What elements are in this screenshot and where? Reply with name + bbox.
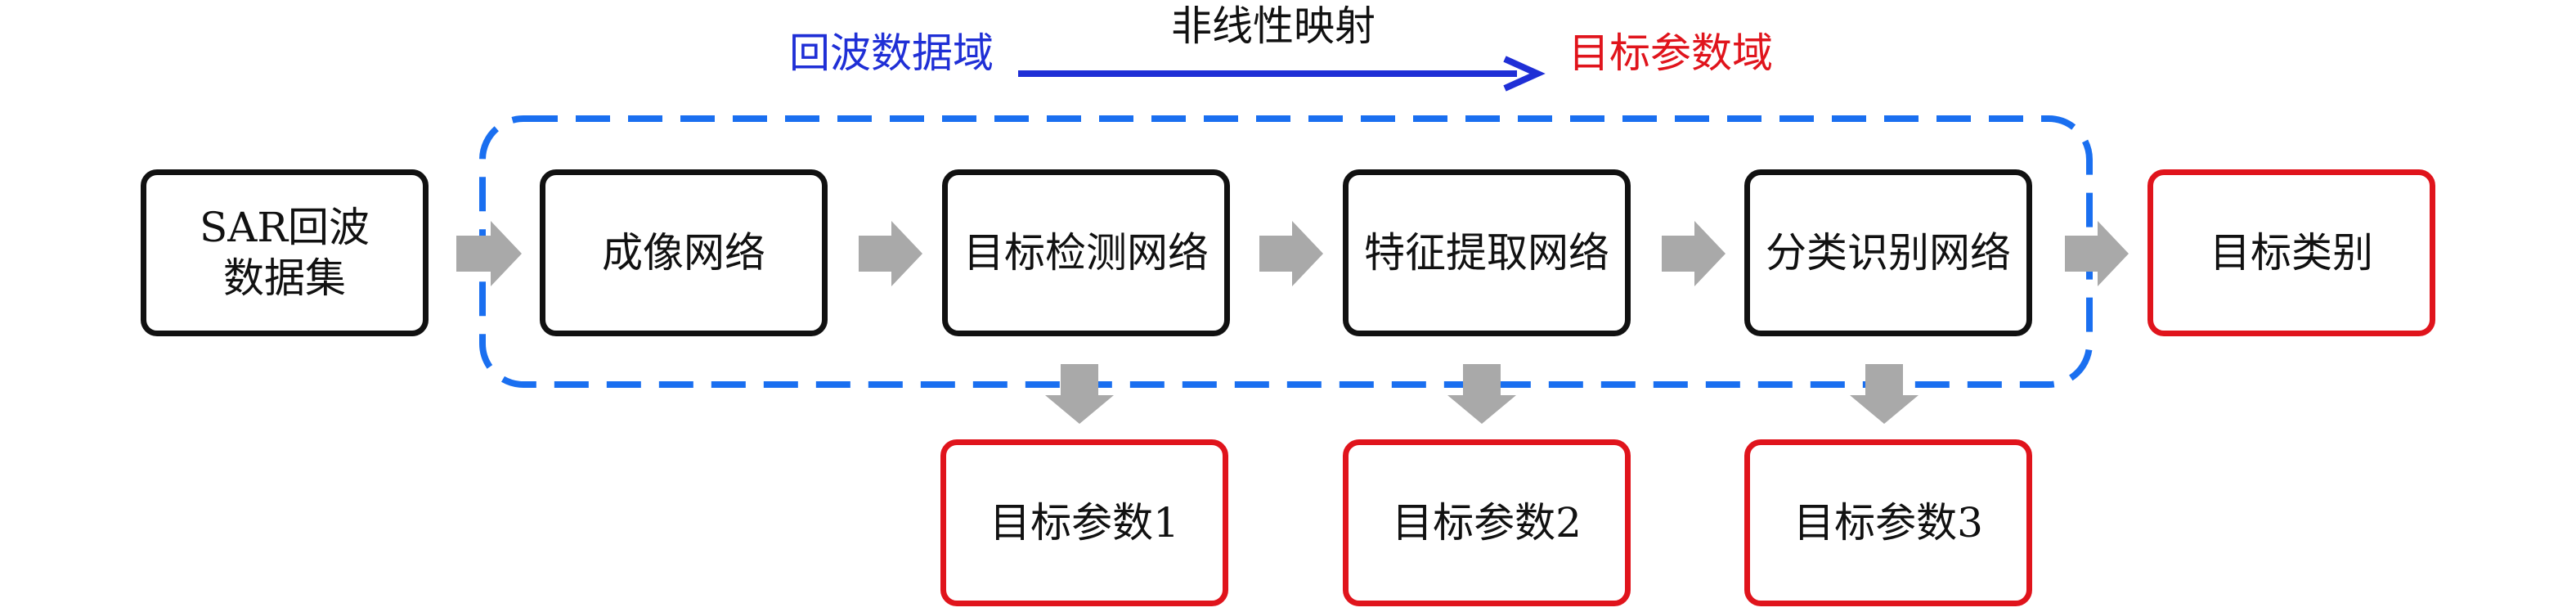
flow-arrow-2: [859, 221, 922, 286]
target-parameter-box-3: 目标参数3: [1744, 439, 2032, 606]
down-arrow-3: [1850, 364, 1919, 424]
input-dataset-label: SAR回波 数据集: [199, 204, 370, 302]
flow-arrow-3: [1259, 221, 1323, 286]
target-parameter-label-1: 目标参数1: [990, 499, 1179, 547]
target-parameter-label-3: 目标参数3: [1793, 499, 1983, 547]
down-arrow-1: [1045, 364, 1114, 424]
target-class-box: 目标类别: [2147, 169, 2435, 336]
source-domain-label: 回波数据域: [789, 29, 994, 77]
detection-network-box: 目标检测网络: [942, 169, 1230, 336]
down-arrow-2: [1447, 364, 1516, 424]
target-parameter-box-1: 目标参数1: [940, 439, 1228, 606]
mapping-label: 非线性映射: [1171, 2, 1376, 50]
target-parameter-box-2: 目标参数2: [1343, 439, 1631, 606]
imaging-network-box: 成像网络: [540, 169, 828, 336]
input-dataset-box: SAR回波 数据集: [141, 169, 429, 336]
target-domain-label: 目标参数域: [1568, 29, 1773, 77]
detection-network-label: 目标检测网络: [963, 229, 1209, 277]
flow-arrow-4: [1662, 221, 1726, 286]
flow-arrow-5: [2065, 221, 2129, 286]
feature-extraction-network-label: 特征提取网络: [1364, 229, 1609, 277]
classification-network-box: 分类识别网络: [1744, 169, 2032, 336]
classification-network-label: 分类识别网络: [1766, 229, 2011, 277]
mapping-arrow-head: [1503, 56, 1546, 92]
flow-arrow-1: [456, 221, 522, 286]
imaging-network-label: 成像网络: [602, 229, 765, 277]
feature-extraction-network-box: 特征提取网络: [1343, 169, 1631, 336]
target-parameter-label-2: 目标参数2: [1392, 499, 1582, 547]
target-class-label: 目标类别: [2210, 229, 2373, 277]
